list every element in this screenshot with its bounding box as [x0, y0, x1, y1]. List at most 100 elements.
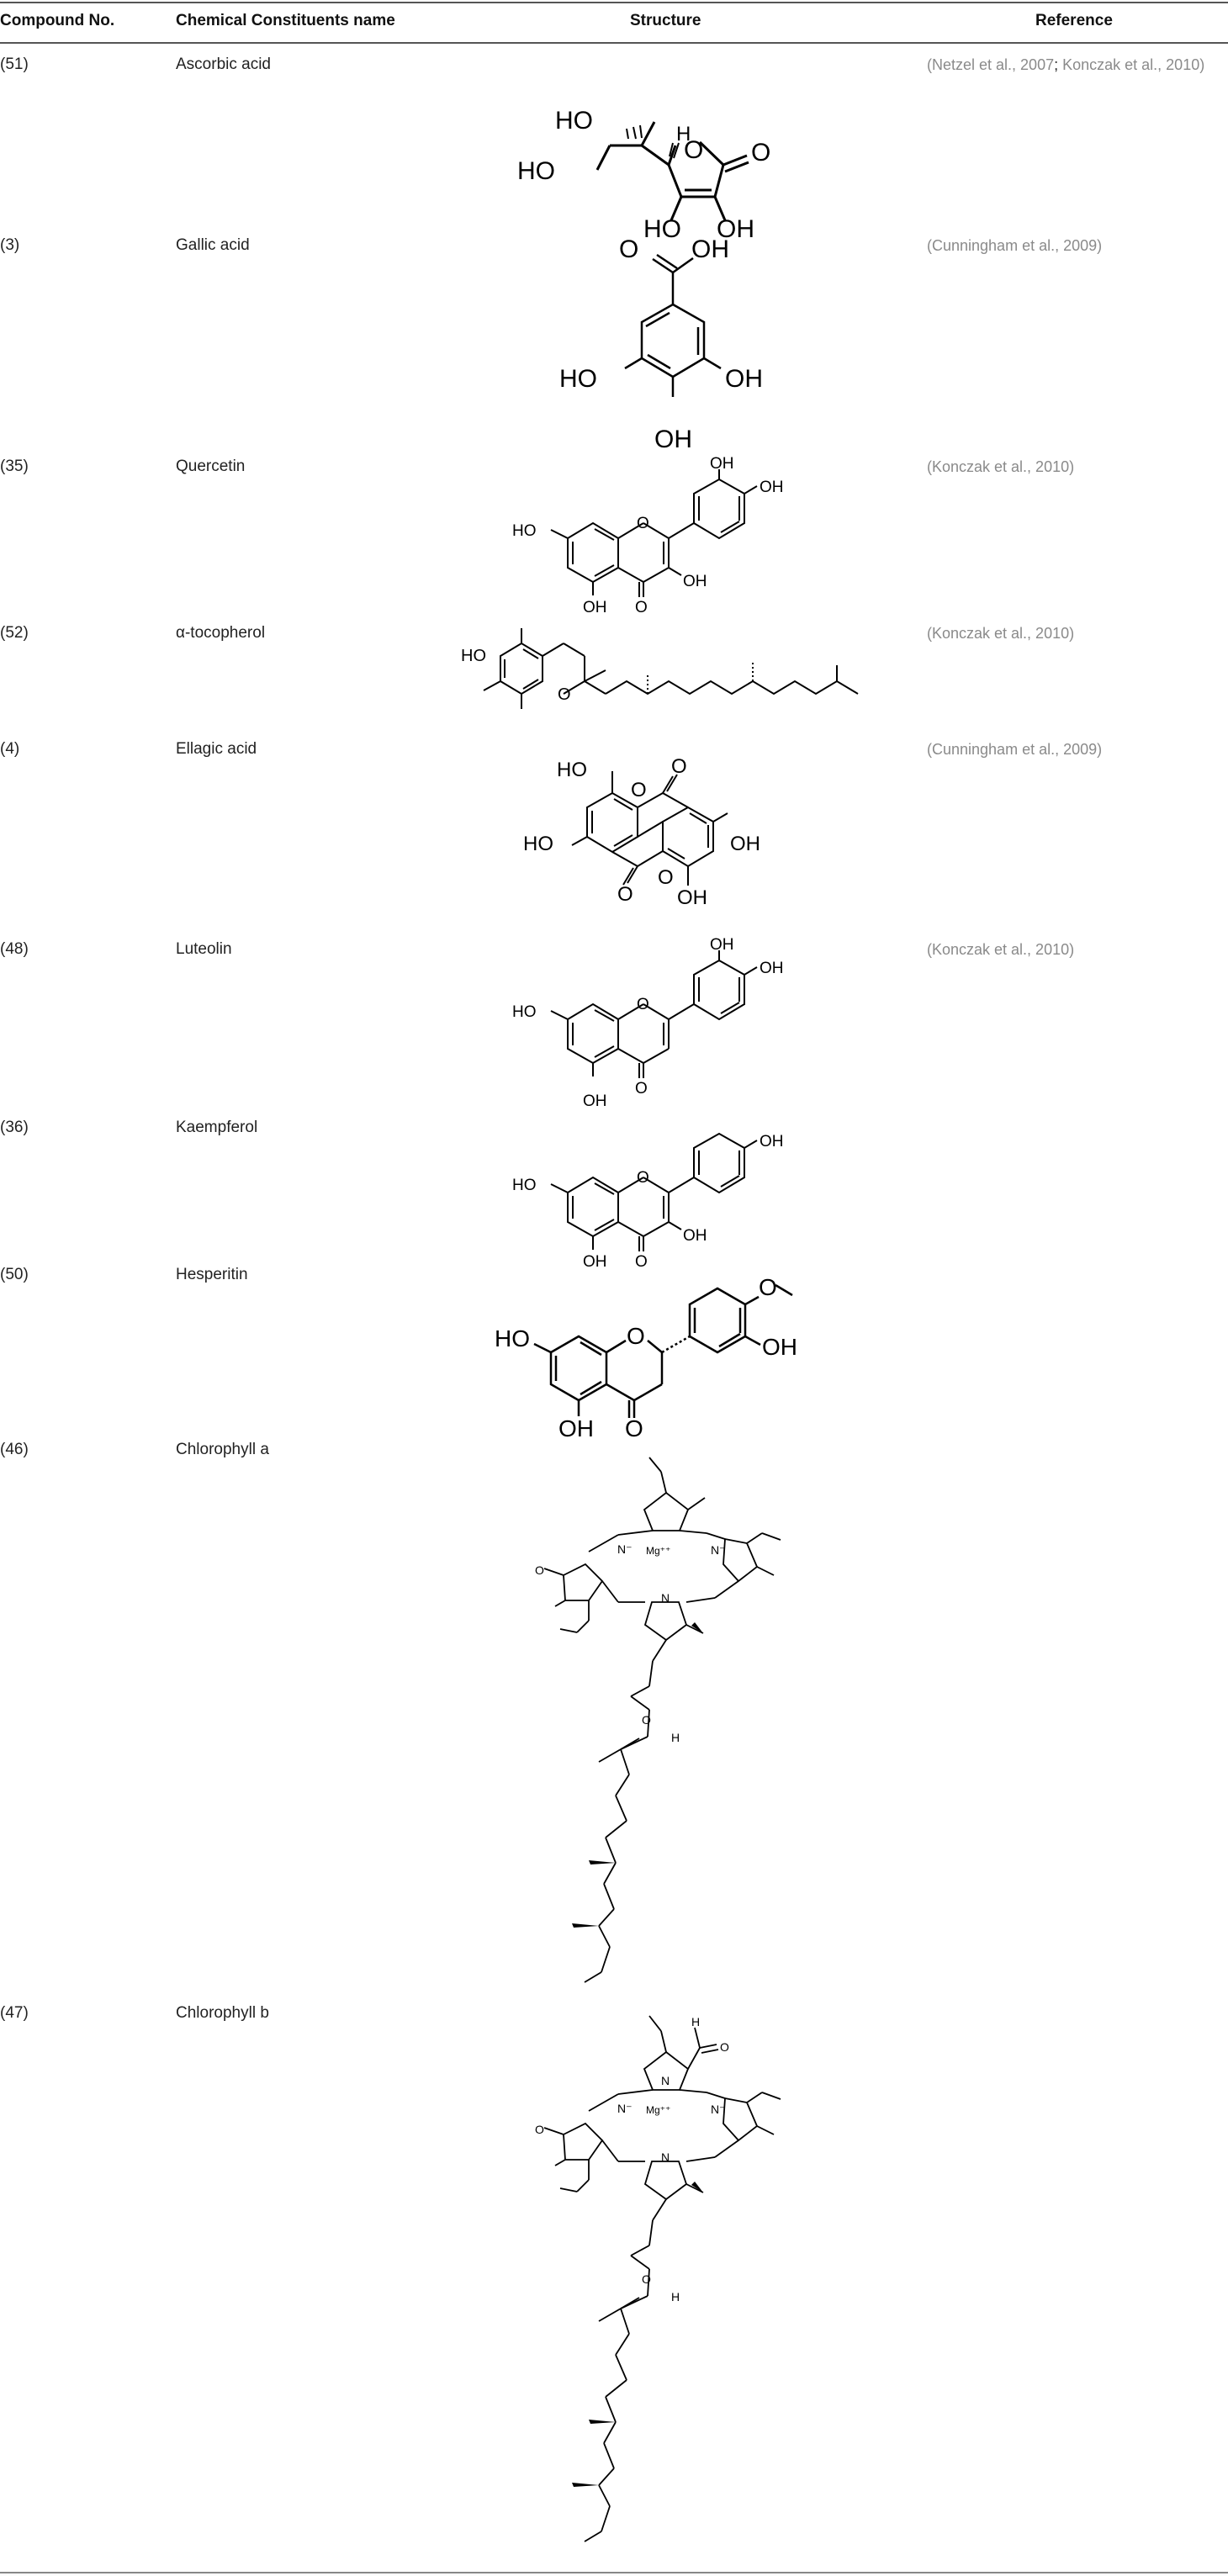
constituent-name: α-tocopherol [176, 624, 266, 642]
atom-label: O [631, 779, 647, 801]
atom-label: HO [559, 365, 597, 393]
atom-label: OH [558, 1415, 594, 1441]
atom-label: HO [523, 833, 553, 855]
atom-label: H [671, 1731, 680, 1744]
chlorophyll-a-structure: N⁻ Mg⁺⁺ N⁻ N O O H [535, 1457, 781, 1983]
reference-citation[interactable]: (Cunningham et al., 2009) [927, 237, 1103, 254]
atom-label: O [635, 599, 648, 616]
atom-label: O [617, 883, 633, 906]
atom-label: O [720, 2040, 729, 2054]
atom-label: OH [725, 365, 763, 393]
atom-label: HO [512, 522, 537, 540]
constituent-name: Luteolin [176, 940, 232, 958]
atom-label: OH [583, 1092, 607, 1110]
atom-label: O [658, 866, 674, 889]
citation-netzel[interactable]: (Netzel et al., 2007 [927, 56, 1055, 73]
compound-no: (52) [0, 624, 29, 642]
compound-no: (50) [0, 1266, 29, 1283]
ascorbic-acid-structure: HO HO H O O HO OH [517, 107, 770, 240]
compound-no: (46) [0, 1441, 29, 1458]
reference-citation[interactable]: (Konczak et al., 2010) [927, 625, 1075, 642]
compound-no: (3) [0, 236, 20, 254]
compound-no: (48) [0, 940, 29, 958]
atom-label: O [637, 996, 649, 1013]
atom-label: O [535, 2123, 544, 2136]
header-structure: Structure [630, 12, 701, 29]
atom-label: O [684, 136, 703, 164]
atom-label: OH [710, 936, 734, 954]
compound-no: (51) [0, 56, 29, 73]
atom-label: HO [512, 1177, 537, 1194]
atom-label: OH [654, 426, 692, 453]
quercetin-structure: HO O O OH OH OH OH [512, 455, 784, 616]
atom-label: N⁻ [617, 1542, 633, 1556]
reference-citation[interactable]: (Cunningham et al., 2009) [927, 741, 1103, 758]
atom-label: O [637, 1169, 649, 1187]
compound-no: (47) [0, 2004, 29, 2022]
reference-citation: (Netzel et al., 2007; Konczak et al., 20… [927, 56, 1204, 74]
constituent-name: Ellagic acid [176, 740, 257, 758]
atom-label: OH [691, 235, 729, 263]
atom-label: HO [461, 647, 486, 665]
header-top-rule [0, 2, 1228, 3]
atom-label: N⁻ [711, 2103, 726, 2116]
atom-label: O [627, 1323, 645, 1349]
constituent-name: Quercetin [176, 458, 246, 475]
atom-label: OH [583, 599, 607, 616]
atom-label: OH [760, 1133, 784, 1150]
atom-label: OH [762, 1334, 797, 1360]
atom-label: OH [717, 215, 754, 240]
atom-label: O [558, 685, 571, 704]
atom-label: N⁻ [711, 1543, 726, 1557]
atom-label: HO [557, 759, 587, 781]
atom-label: HO [495, 1325, 530, 1351]
reference-citation[interactable]: (Konczak et al., 2010) [927, 458, 1075, 475]
citation-konczak[interactable]: Konczak et al., 2010) [1062, 56, 1205, 73]
constituent-name: Ascorbic acid [176, 56, 271, 73]
atom-label: Mg⁺⁺ [646, 1545, 670, 1557]
constituent-name: Chlorophyll b [176, 2004, 269, 2022]
atom-label: O [642, 2272, 651, 2286]
atom-label: HO [512, 1003, 537, 1021]
constituent-name: Hesperitin [176, 1266, 248, 1283]
compound-no: (4) [0, 740, 20, 758]
atom-label: N [661, 1591, 670, 1605]
atom-label: H [691, 2015, 700, 2029]
reference-citation[interactable]: (Konczak et al., 2010) [927, 941, 1075, 958]
header-bottom-rule [0, 42, 1228, 44]
atom-label: N [661, 2150, 670, 2164]
header-compound-no: Compound No. [0, 12, 115, 29]
atom-label: N [661, 2074, 670, 2087]
ellagic-acid-structure: O O O O HO HO OH OH [523, 755, 760, 909]
atom-label: O [671, 755, 687, 778]
table-bottom-rule [0, 2572, 1228, 2573]
compound-no: (36) [0, 1119, 29, 1136]
gallic-acid-structure: O OH HO OH OH [559, 235, 763, 453]
hesperitin-structure: HO O O OH O OH [495, 1274, 797, 1441]
header-reference: Reference [1035, 12, 1113, 29]
kaempferol-structure: HO O O OH OH OH [512, 1132, 784, 1271]
citation-separator: ; [1054, 56, 1063, 73]
header-constituent-name: Chemical Constituents name [176, 12, 395, 29]
constituent-name: Kaempferol [176, 1119, 258, 1136]
atom-label: O [619, 235, 638, 263]
atom-label: HO [643, 215, 681, 240]
atom-label: O [759, 1274, 777, 1300]
atom-label: HO [555, 107, 593, 135]
alpha-tocopherol-structure: HO O [461, 628, 859, 709]
atom-label: O [751, 139, 770, 167]
atom-label: OH [760, 479, 784, 496]
atom-label: N⁻ [617, 2102, 633, 2115]
atom-label: H [671, 2290, 680, 2304]
atom-label: O [535, 1563, 544, 1577]
constituent-name: Gallic acid [176, 236, 250, 254]
compound-no: (35) [0, 458, 29, 475]
atom-label: O [625, 1415, 643, 1441]
chlorophyll-b-structure: N⁻ Mg⁺⁺ N⁻ N N H O O O H [535, 2015, 781, 2542]
atom-label: O [635, 1080, 648, 1098]
atom-label: Mg⁺⁺ [646, 2104, 670, 2116]
atom-label: O [635, 1253, 648, 1271]
atom-label: OH [583, 1253, 607, 1271]
atom-label: OH [760, 960, 784, 977]
atom-label: O [642, 1713, 651, 1727]
